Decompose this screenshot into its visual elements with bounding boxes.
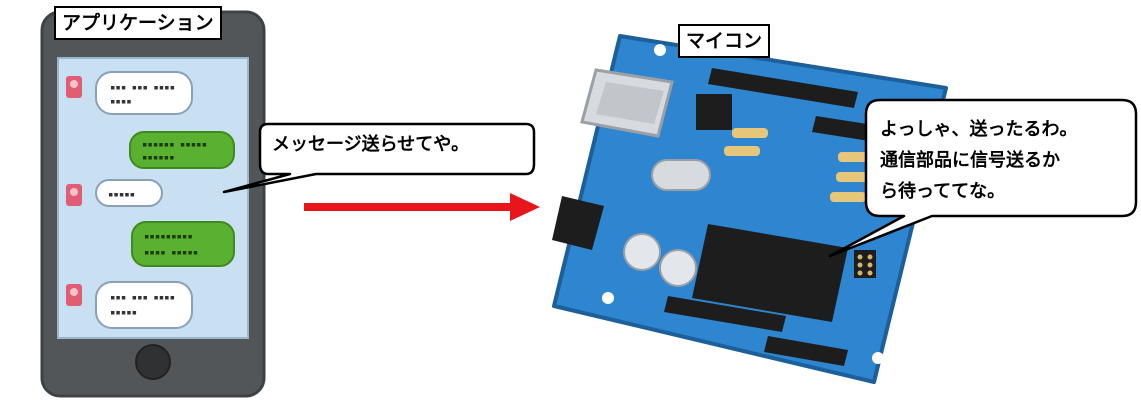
app-label: アプリケーション bbox=[54, 6, 222, 40]
microcontroller-board-illustration bbox=[552, 34, 948, 384]
app-speech-bubble bbox=[222, 122, 536, 194]
svg-text:▪▪▪▪▪: ▪▪▪▪▪ bbox=[110, 308, 137, 318]
svg-text:▪▪▪ ▪▪▪ ▪▪▪▪: ▪▪▪ ▪▪▪ ▪▪▪▪ bbox=[110, 293, 175, 303]
arrow-right-icon bbox=[304, 193, 540, 221]
svg-text:▪▪▪▪▪▪ ▪▪▪▪▪: ▪▪▪▪▪▪ ▪▪▪▪▪ bbox=[142, 140, 207, 150]
svg-text:▪▪▪▪▪▪▪▪▪: ▪▪▪▪▪▪▪▪▪ bbox=[144, 232, 193, 242]
svg-text:▪▪▪▪: ▪▪▪▪ bbox=[110, 97, 132, 107]
app-message-text: メッセージ送らせてや。 bbox=[272, 134, 470, 155]
smartphone-illustration: ▪▪▪ ▪▪▪ ▪▪▪▪ ▪▪▪▪ ▪▪▪▪▪▪ ▪▪▪▪▪ ▪▪▪▪▪▪ ▪▪… bbox=[40, 10, 266, 398]
svg-text:▪▪▪▪ ▪▪▪▪▪: ▪▪▪▪ ▪▪▪▪▪ bbox=[144, 248, 198, 258]
svg-text:▪▪▪▪▪: ▪▪▪▪▪ bbox=[108, 190, 135, 200]
mcu-speech-bubble bbox=[828, 98, 1138, 258]
svg-text:▪▪▪ ▪▪▪ ▪▪▪▪: ▪▪▪ ▪▪▪ ▪▪▪▪ bbox=[110, 83, 175, 93]
mcu-label: マイコン bbox=[678, 24, 771, 58]
mcu-reply-text: よっしゃ、送ったるわ。 通信部品に信号送るか ら待っててな。 bbox=[880, 119, 1078, 202]
svg-text:▪▪▪▪▪▪: ▪▪▪▪▪▪ bbox=[142, 153, 175, 163]
